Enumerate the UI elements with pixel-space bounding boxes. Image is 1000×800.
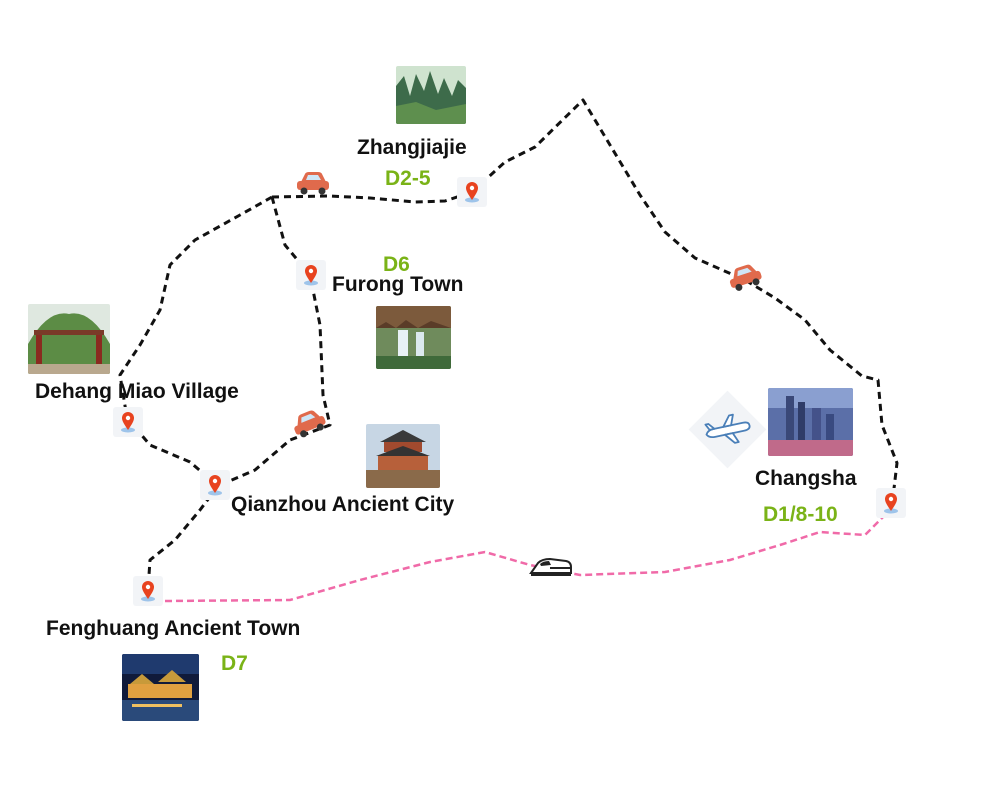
road-route-furong-qianzhou	[217, 196, 332, 488]
location-pin-icon	[208, 475, 222, 496]
zhangjiajie-photo	[396, 66, 466, 124]
location-pin-zhangjiajie[interactable]	[457, 177, 487, 207]
location-pin-changsha[interactable]	[876, 488, 906, 518]
day-label-fenghuang: D7	[221, 652, 248, 675]
place-name-changsha: Changsha	[755, 467, 857, 490]
road-route-junction-zhangjiajie	[271, 190, 473, 204]
location-pin-dehang[interactable]	[113, 407, 143, 437]
location-pin-icon	[465, 182, 479, 203]
changsha-photo	[768, 388, 853, 456]
location-pin-fenghuang[interactable]	[133, 576, 163, 606]
place-name-zhangjiajie: Zhangjiajie	[357, 136, 467, 159]
fenghuang-photo	[122, 654, 199, 721]
day-label-changsha: D1/8-10	[763, 503, 838, 526]
car-icon	[729, 264, 762, 291]
location-pin-qianzhou[interactable]	[200, 470, 230, 500]
furong-photo	[376, 306, 451, 369]
place-name-dehang: Dehang Miao Village	[35, 380, 239, 403]
car-icon	[294, 410, 326, 438]
day-label-zhangjiajie: D2-5	[385, 167, 431, 190]
place-name-fenghuang: Fenghuang Ancient Town	[46, 617, 301, 640]
location-pin-furong[interactable]	[296, 260, 326, 290]
car-icon	[297, 172, 329, 195]
dehang-photo	[28, 304, 110, 374]
location-pin-icon	[121, 412, 135, 433]
qianzhou-photo	[366, 424, 440, 488]
road-route-zhangjiajie-changsha	[470, 98, 899, 498]
rail-route-fenghuang-changsha	[164, 514, 886, 603]
road-route-qianzhou-fenghuang	[146, 485, 220, 591]
train-icon	[529, 557, 572, 576]
day-label-furong: D6	[383, 253, 410, 276]
plane-icon	[704, 413, 751, 444]
place-name-qianzhou: Qianzhou Ancient City	[231, 493, 455, 516]
road-route-junction-dehang	[118, 195, 273, 419]
location-pin-icon	[304, 265, 318, 286]
location-pin-icon	[141, 581, 155, 602]
location-pin-icon	[884, 493, 898, 514]
place-name-furong: Furong Town	[332, 273, 464, 296]
